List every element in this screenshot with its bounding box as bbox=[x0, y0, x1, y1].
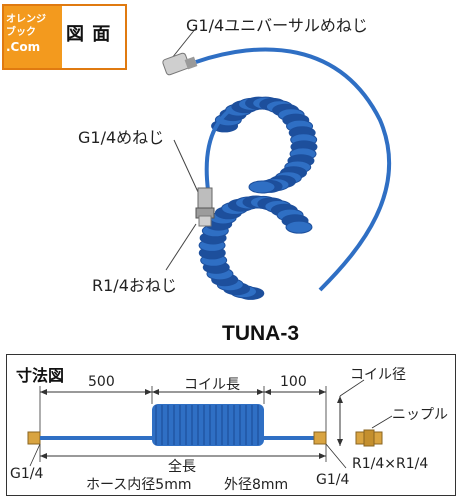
dim-label-left-end: G1/4 bbox=[10, 466, 44, 482]
bottom-fitting bbox=[195, 187, 215, 227]
dim-label-nipple-thread: R1/4×R1/4 bbox=[352, 456, 429, 472]
coil-ring bbox=[285, 220, 313, 234]
model-name: TUNA-3 bbox=[222, 322, 299, 345]
dimension-title: 寸法図 bbox=[16, 366, 65, 385]
right-fitting bbox=[313, 431, 327, 445]
logo-badge: オレンジ ブック .Com bbox=[4, 6, 62, 68]
dim-label-hose-outer: 外径8mm bbox=[224, 477, 289, 493]
nipple-part bbox=[355, 429, 383, 447]
straight-hose-segment bbox=[195, 47, 392, 292]
drawing-tag: 図 面 bbox=[66, 24, 112, 45]
dim-label-500: 500 bbox=[88, 374, 115, 390]
dim-label-100: 100 bbox=[280, 374, 307, 390]
coil-body bbox=[198, 96, 318, 300]
logo-text-com: .Com bbox=[6, 40, 41, 54]
dim-label-total-length: 全長 bbox=[168, 459, 196, 475]
label-male-thread: R1/4おねじ bbox=[92, 276, 177, 295]
leader-female bbox=[173, 139, 199, 193]
universal-fitting bbox=[162, 52, 198, 76]
dim-label-hose-inner: ホース内径5mm bbox=[86, 477, 192, 493]
logo-text-line1: オレンジ bbox=[6, 14, 46, 25]
dim-label-coil-diameter: コイル径 bbox=[350, 367, 406, 383]
dimension-drawing bbox=[27, 379, 393, 469]
leader-universal bbox=[171, 27, 197, 59]
coil-ring bbox=[248, 180, 276, 194]
logo-text-line2: ブック bbox=[6, 27, 36, 38]
coil-stripes bbox=[155, 405, 259, 445]
dim-label-nipple: ニップル bbox=[392, 407, 448, 423]
dimension-frame bbox=[6, 354, 456, 496]
store-logo: オレンジ ブック .Com 図 面 bbox=[2, 4, 127, 70]
label-female-thread: G1/4めねじ bbox=[78, 128, 165, 147]
dim-label-coil-length: コイル長 bbox=[184, 377, 240, 393]
dim-label-right-end: G1/4 bbox=[316, 472, 350, 488]
leader-male bbox=[165, 223, 197, 271]
coil-lead-hose bbox=[204, 108, 232, 191]
label-universal-female-thread: G1/4ユニバーサルめねじ bbox=[186, 16, 368, 35]
